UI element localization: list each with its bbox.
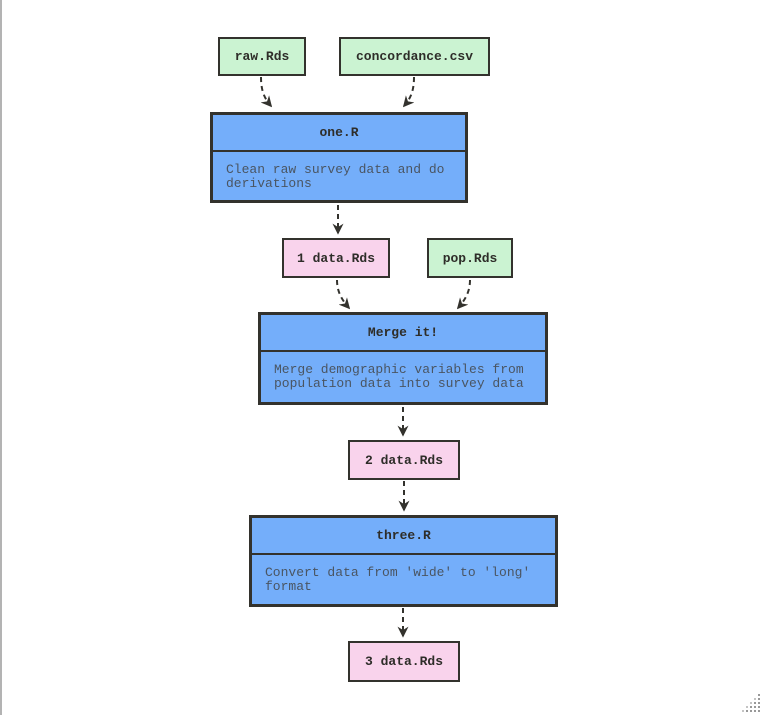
node-data3-rds: 3 data.Rds xyxy=(348,641,460,682)
node-pop-rds: pop.Rds xyxy=(427,238,513,278)
node-label: 1 data.Rds xyxy=(296,250,375,266)
node-description: Convert data from 'wide' to 'long' forma… xyxy=(265,565,531,594)
node-merge-it: Merge it! Merge demographic variables fr… xyxy=(258,312,548,405)
node-data1-rds: 1 data.Rds xyxy=(282,238,390,278)
node-label: pop.Rds xyxy=(442,250,498,266)
node-description: Clean raw survey data and do derivations xyxy=(226,162,445,191)
node-label: 3 data.Rds xyxy=(364,654,443,669)
resize-grip-icon[interactable] xyxy=(740,692,762,714)
node-description: Merge demographic variables from populat… xyxy=(274,362,524,391)
node-concordance-csv: concordance.csv xyxy=(339,37,490,76)
node-one-r: one.R Clean raw survey data and do deriv… xyxy=(210,112,468,203)
arrow-data1-to-merge xyxy=(336,279,351,310)
node-title: Merge it! xyxy=(261,315,545,352)
arrow-concordance-to-one xyxy=(402,76,415,108)
node-data2-rds: 2 data.Rds xyxy=(348,440,460,480)
node-three-r: three.R Convert data from 'wide' to 'lon… xyxy=(249,515,558,607)
pane-left-border xyxy=(0,0,2,715)
node-raw-rds: raw.Rds xyxy=(218,37,306,76)
arrow-raw-to-one xyxy=(260,76,273,108)
node-title: three.R xyxy=(252,518,555,555)
node-label: 2 data.Rds xyxy=(364,452,443,468)
node-label: raw.Rds xyxy=(234,49,290,64)
node-label: concordance.csv xyxy=(355,49,474,64)
node-title: one.R xyxy=(213,115,465,152)
arrow-pop-to-merge xyxy=(456,279,471,310)
